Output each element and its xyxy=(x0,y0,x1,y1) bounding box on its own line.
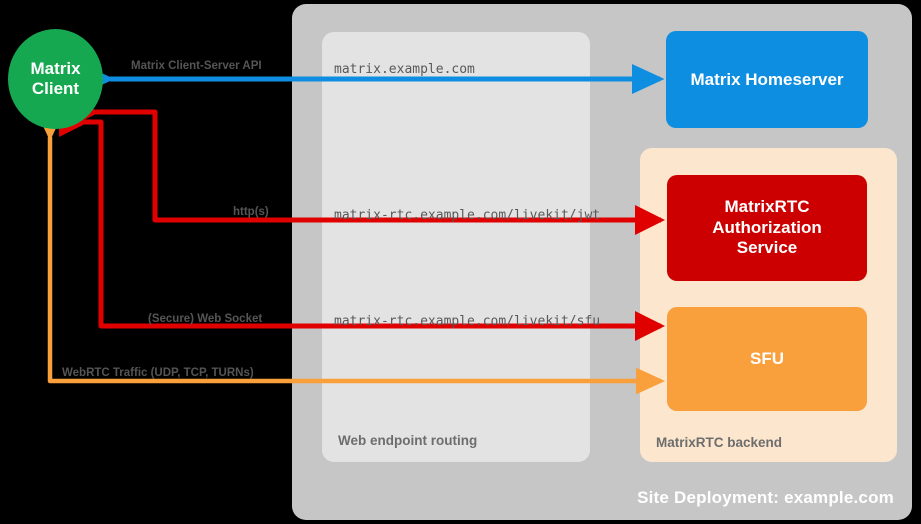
edge-label-client-server-api: Matrix Client-Server API xyxy=(131,60,262,72)
matrix-client-label: Matrix Client xyxy=(30,59,80,98)
matrix-client-label-line1: Matrix xyxy=(30,59,81,79)
edge-label-webrtc: WebRTC Traffic (UDP, TCP, TURNs) xyxy=(62,367,254,379)
site-deployment-label: Site Deployment: example.com xyxy=(637,488,894,507)
node-matrix-homeserver[interactable]: Matrix Homeserver xyxy=(666,31,868,128)
endpoint-label-sfu: matrix-rtc.example.com/livekit/sfu xyxy=(334,314,601,329)
endpoint-label-jwt: matrix-rtc.example.com/livekit/jwt xyxy=(334,208,601,223)
matrix-client-label-line2: Client xyxy=(31,79,80,98)
endpoint-label-matrix: matrix.example.com xyxy=(334,62,475,77)
edge-label-sfu-websocket: (Secure) Web Socket xyxy=(148,313,263,325)
edge-label-jwt: http(s) xyxy=(233,206,269,218)
web-endpoint-routing-label: Web endpoint routing xyxy=(338,433,478,448)
web-endpoint-routing-container: Web endpoint routing xyxy=(322,32,590,462)
node-sfu[interactable]: SFU xyxy=(667,307,867,411)
auth-service-label-line1: MatrixRTC xyxy=(724,196,810,216)
auth-service-label-line3: Service xyxy=(736,238,798,258)
node-matrix-client[interactable]: Matrix Client xyxy=(8,29,103,129)
matrixrtc-backend-label: MatrixRTC backend xyxy=(656,435,783,450)
sfu-label: SFU xyxy=(750,349,784,368)
node-matrixrtc-auth-service[interactable]: MatrixRTC Authorization Service xyxy=(667,175,867,281)
matrixrtc-auth-service-label: MatrixRTC Authorization Service xyxy=(712,197,822,259)
auth-service-label-line2: Authorization xyxy=(712,217,822,237)
matrix-homeserver-label: Matrix Homeserver xyxy=(690,69,844,89)
